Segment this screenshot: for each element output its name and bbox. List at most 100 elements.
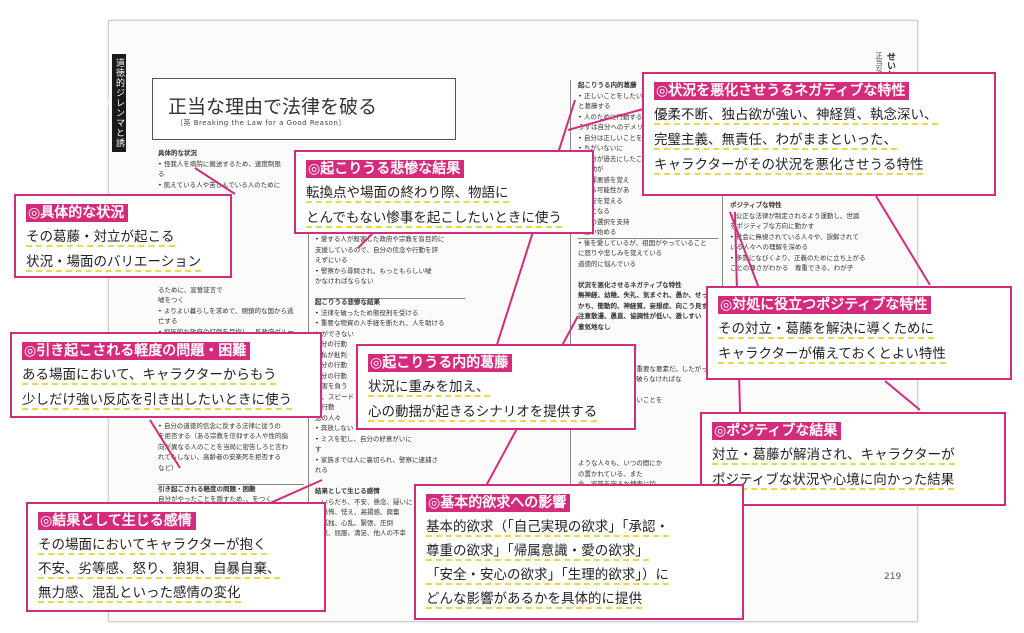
callout-description: 対立・葛藤が解消され、キャラクターが ポジティブな状況や心境に向かった結果 (712, 447, 955, 490)
body-text-line: 、恐怖、怯え、高揚感、興奮 (315, 508, 400, 516)
body-text-line: ポジティブな特性 (730, 201, 782, 209)
body-text-line: • 自分が過去にしたこと (578, 154, 649, 163)
callout-description: その葛藤・対立が起こる 状況・場面のバリエーション (26, 229, 202, 272)
body-text-line: うずは自分へのデメリ (578, 123, 643, 131)
body-text-line: • なる可能性があ (578, 186, 630, 194)
callout-concrete-situation: ◎具体的な状況 その葛藤・対立が起こる 状況・場面のバリエーション (14, 194, 232, 278)
chapter-spine-label: 道徳的ジレンマと誘惑 (100, 54, 126, 152)
callout-tag: ◎ポジティブな結果 (712, 422, 842, 440)
body-text-line: をポジティブな方向に動かす (730, 222, 815, 230)
body-text-line: • 分の行動 (315, 340, 347, 348)
callout-emotions: ◎結果として生じる感情 その場面においてキャラクターが抱く 不安、劣等感、怒り、… (26, 502, 326, 612)
body-text-line: • 奔放しない (315, 424, 354, 432)
column-rule (570, 80, 571, 590)
body-text-line: • 自分の道徳的信念に反する法律に従うの (158, 421, 281, 430)
callout-tag: ◎起こりうる内的葛藤 (368, 354, 513, 372)
body-text-line: • 家族までは人に裏切られ、警察に逮捕さ (315, 455, 438, 464)
body-text-line: とができない (315, 329, 354, 338)
body-text-line: • 多勢になびくより、正義のために立ち上がる (730, 253, 866, 262)
body-text-line: 状況を悪化させるネガティブな特性 (578, 280, 682, 289)
body-text-line: 支援しているので、自分の信念や行動を評 (315, 245, 439, 254)
far-right-column-text: ポジティブな特性• 公正な法律が制定されるよう運動し、世論 をポジティブな方向に… (730, 200, 866, 280)
body-text-line: かち、衝動的、神経質、妄想症、向こう見ず、 (578, 301, 715, 310)
callout-inner-conflict: ◎起こりうる内的葛藤 状況に重みを加え、 心の動揺が起きるシナリオを提供する (356, 344, 636, 430)
callout-description: 状況に重みを加え、 心の動揺が起きるシナリオを提供する (368, 379, 598, 422)
body-text-line: • 不安を覚える (578, 196, 623, 205)
body-text-line: れてもしない、高齢者の安楽死を拒否する (158, 453, 281, 461)
body-text-line: れる (315, 466, 328, 474)
callout-negative-traits: ◎状況を悪化させうるネガティブな特性 優柔不断、独占欲が強い、神経質、執念深い、… (642, 72, 996, 196)
body-text-line: 、いらだち、不安、懸念、疑いに (315, 497, 413, 506)
leader-line (875, 195, 931, 286)
body-text-line: る、スピード (315, 392, 354, 401)
body-text-line: • ミスを犯し、自分の好意がいに (315, 434, 412, 443)
body-text-line: • 社会に無視されている人々や、誤解されて (730, 232, 859, 241)
entry-title: 正当な理由で法律を破る (168, 96, 378, 118)
body-text-line: を拒否する（ある宗教を信仰する人や性的指 (158, 432, 288, 440)
leader-line (884, 380, 921, 411)
body-text-line: 、悪、屈服、満足、他人の不幸 (315, 529, 406, 537)
section-rule (158, 484, 304, 485)
body-text-line: す (315, 445, 322, 453)
body-text-line: 、孤独、心乱、緊張、圧倒 (315, 518, 393, 527)
callout-positive-result: ◎ポジティブな結果 対立・葛藤が解消され、キャラクターが ポジティブな状況や心境… (700, 412, 1006, 506)
body-text-line: • ちがいないに (578, 144, 623, 152)
body-text-line: • 重要な物資の入手経を断たれ、人を助ける (315, 319, 445, 327)
body-text-line: • 分の行動 (315, 371, 347, 380)
leader-line (194, 167, 236, 195)
body-text-line: 注意散漫、愚直、協調性が低い、激しすい (578, 312, 702, 320)
leader-line (149, 419, 181, 469)
body-text-line: 自分がやったことを隠すため、、をつく (158, 495, 272, 503)
callout-description: 転換点や場面の終わり際、物語に とんでもない惨事を起こしたいときに使う (306, 185, 562, 228)
body-text-line: と葛藤する (578, 102, 611, 110)
body-text-line: • 後を愛しているが、祖国がやっていること (578, 238, 707, 247)
callout-description: 基本的欲求（「自己実現の欲求」「承認・ 尊重の欲求」「帰属意識・愛の欲求」 「安… (426, 519, 669, 609)
body-text-line: 意気地なし (578, 322, 611, 331)
body-text-line: • 抑圧的な政府の打倒を目指し、反政府グルー (158, 327, 304, 338)
callout-tag: ◎結果として生じる感情 (38, 512, 196, 530)
entry-title-english: 〔英 Breaking the Law for a Good Reason〕 (176, 119, 346, 127)
body-text-line: • 自分は正しいことを (578, 133, 643, 142)
callout-positive-traits: ◎対処に役立つポジティブな特性 その対立・葛藤を解決に導くために キャラクターが… (706, 286, 1012, 380)
body-text-line: • 正しいことをしたい (578, 91, 643, 100)
body-text-line: • 法律を破ったため懲役刑を受ける (315, 308, 419, 317)
body-text-line: 起こりうる内的葛藤 (578, 81, 637, 89)
middle-column-text: • 愛する人が殺害した政府や宗教を盲目的に 支援しているので、自分の信念や行動を… (315, 234, 465, 546)
body-text-line: 結果として生じる感情 (315, 487, 380, 495)
callout-basic-needs: ◎基本的欲求への影響 基本的欲求（「自己実現の欲求」「承認・ 尊重の欲求」「帰属… (414, 484, 744, 620)
body-text-line: • よりよい暮らしを求めて、閉鎖的な国から逃 (158, 306, 294, 315)
body-text-line: る (158, 170, 165, 178)
body-text-line: 向が異なる人のことを当局に密告しろと言わ (158, 442, 288, 451)
column-rule (722, 190, 723, 300)
body-text-line: 道徳的に悩んでいる (578, 259, 637, 268)
section-rule (315, 298, 465, 299)
entry-title-frame (152, 78, 456, 140)
body-text-line: 亡する (158, 317, 178, 325)
body-text-line: など） (158, 463, 178, 472)
body-text-line: 具体的な状況 (158, 149, 197, 157)
callout-tag: ◎具体的な状況 (26, 204, 129, 222)
body-text-line: • 警察から尋問され、もっともらしい嘘 (315, 266, 432, 275)
callout-tag: ◎引き起こされる軽度の問題・困難 (22, 342, 251, 360)
body-text-line: るために、宣誓証言で (158, 285, 223, 294)
body-text-line: に怒りや悲しみを覚えている (578, 249, 663, 257)
callout-tag: ◎起こりうる悲惨な結果 (306, 160, 465, 178)
body-text-line: えずにいる (315, 256, 348, 264)
body-text-line: 起こりうる悲惨な結果 (315, 298, 380, 306)
body-text-line: 倫理観は自己実現の重要な要素だ。したがっ (578, 364, 708, 373)
body-text-line: • 愛する人が殺害した政府や宗教を盲目的に (315, 235, 445, 243)
body-text-line: • 人のために行動する (578, 112, 643, 121)
body-text-line: • 分の選択を支持 (578, 217, 630, 226)
body-text-line: 無神経、幼稚、失礼、気まぐれ、愚か、せっ (578, 291, 708, 299)
body-text-line: の行動 (315, 403, 335, 411)
body-text-line: • 疑い始める (578, 228, 617, 236)
callout-description: 優柔不断、独占欲が強い、神経質、執念深い、 完璧主義、無責任、わがままといった、… (654, 107, 938, 175)
body-text-line: の置かれている、また (578, 469, 643, 478)
body-text-line: ような人々も、いつの間にか (578, 459, 663, 467)
body-text-line: • 私が批判 (315, 350, 347, 359)
body-text-line: ことの尊さがわかる 尊重できる、わが子 (730, 264, 854, 272)
next-entry-subtitle: 正当な (875, 52, 883, 73)
callout-description: その場面においてキャラクターが抱く 不安、劣等感、怒り、狼狽、自暴自棄、 無力感… (38, 537, 281, 603)
section-rule (578, 238, 718, 239)
callout-minor-problems: ◎引き起こされる軽度の問題・困難 ある場面において、キャラクターからもう 少しだ… (10, 332, 322, 418)
